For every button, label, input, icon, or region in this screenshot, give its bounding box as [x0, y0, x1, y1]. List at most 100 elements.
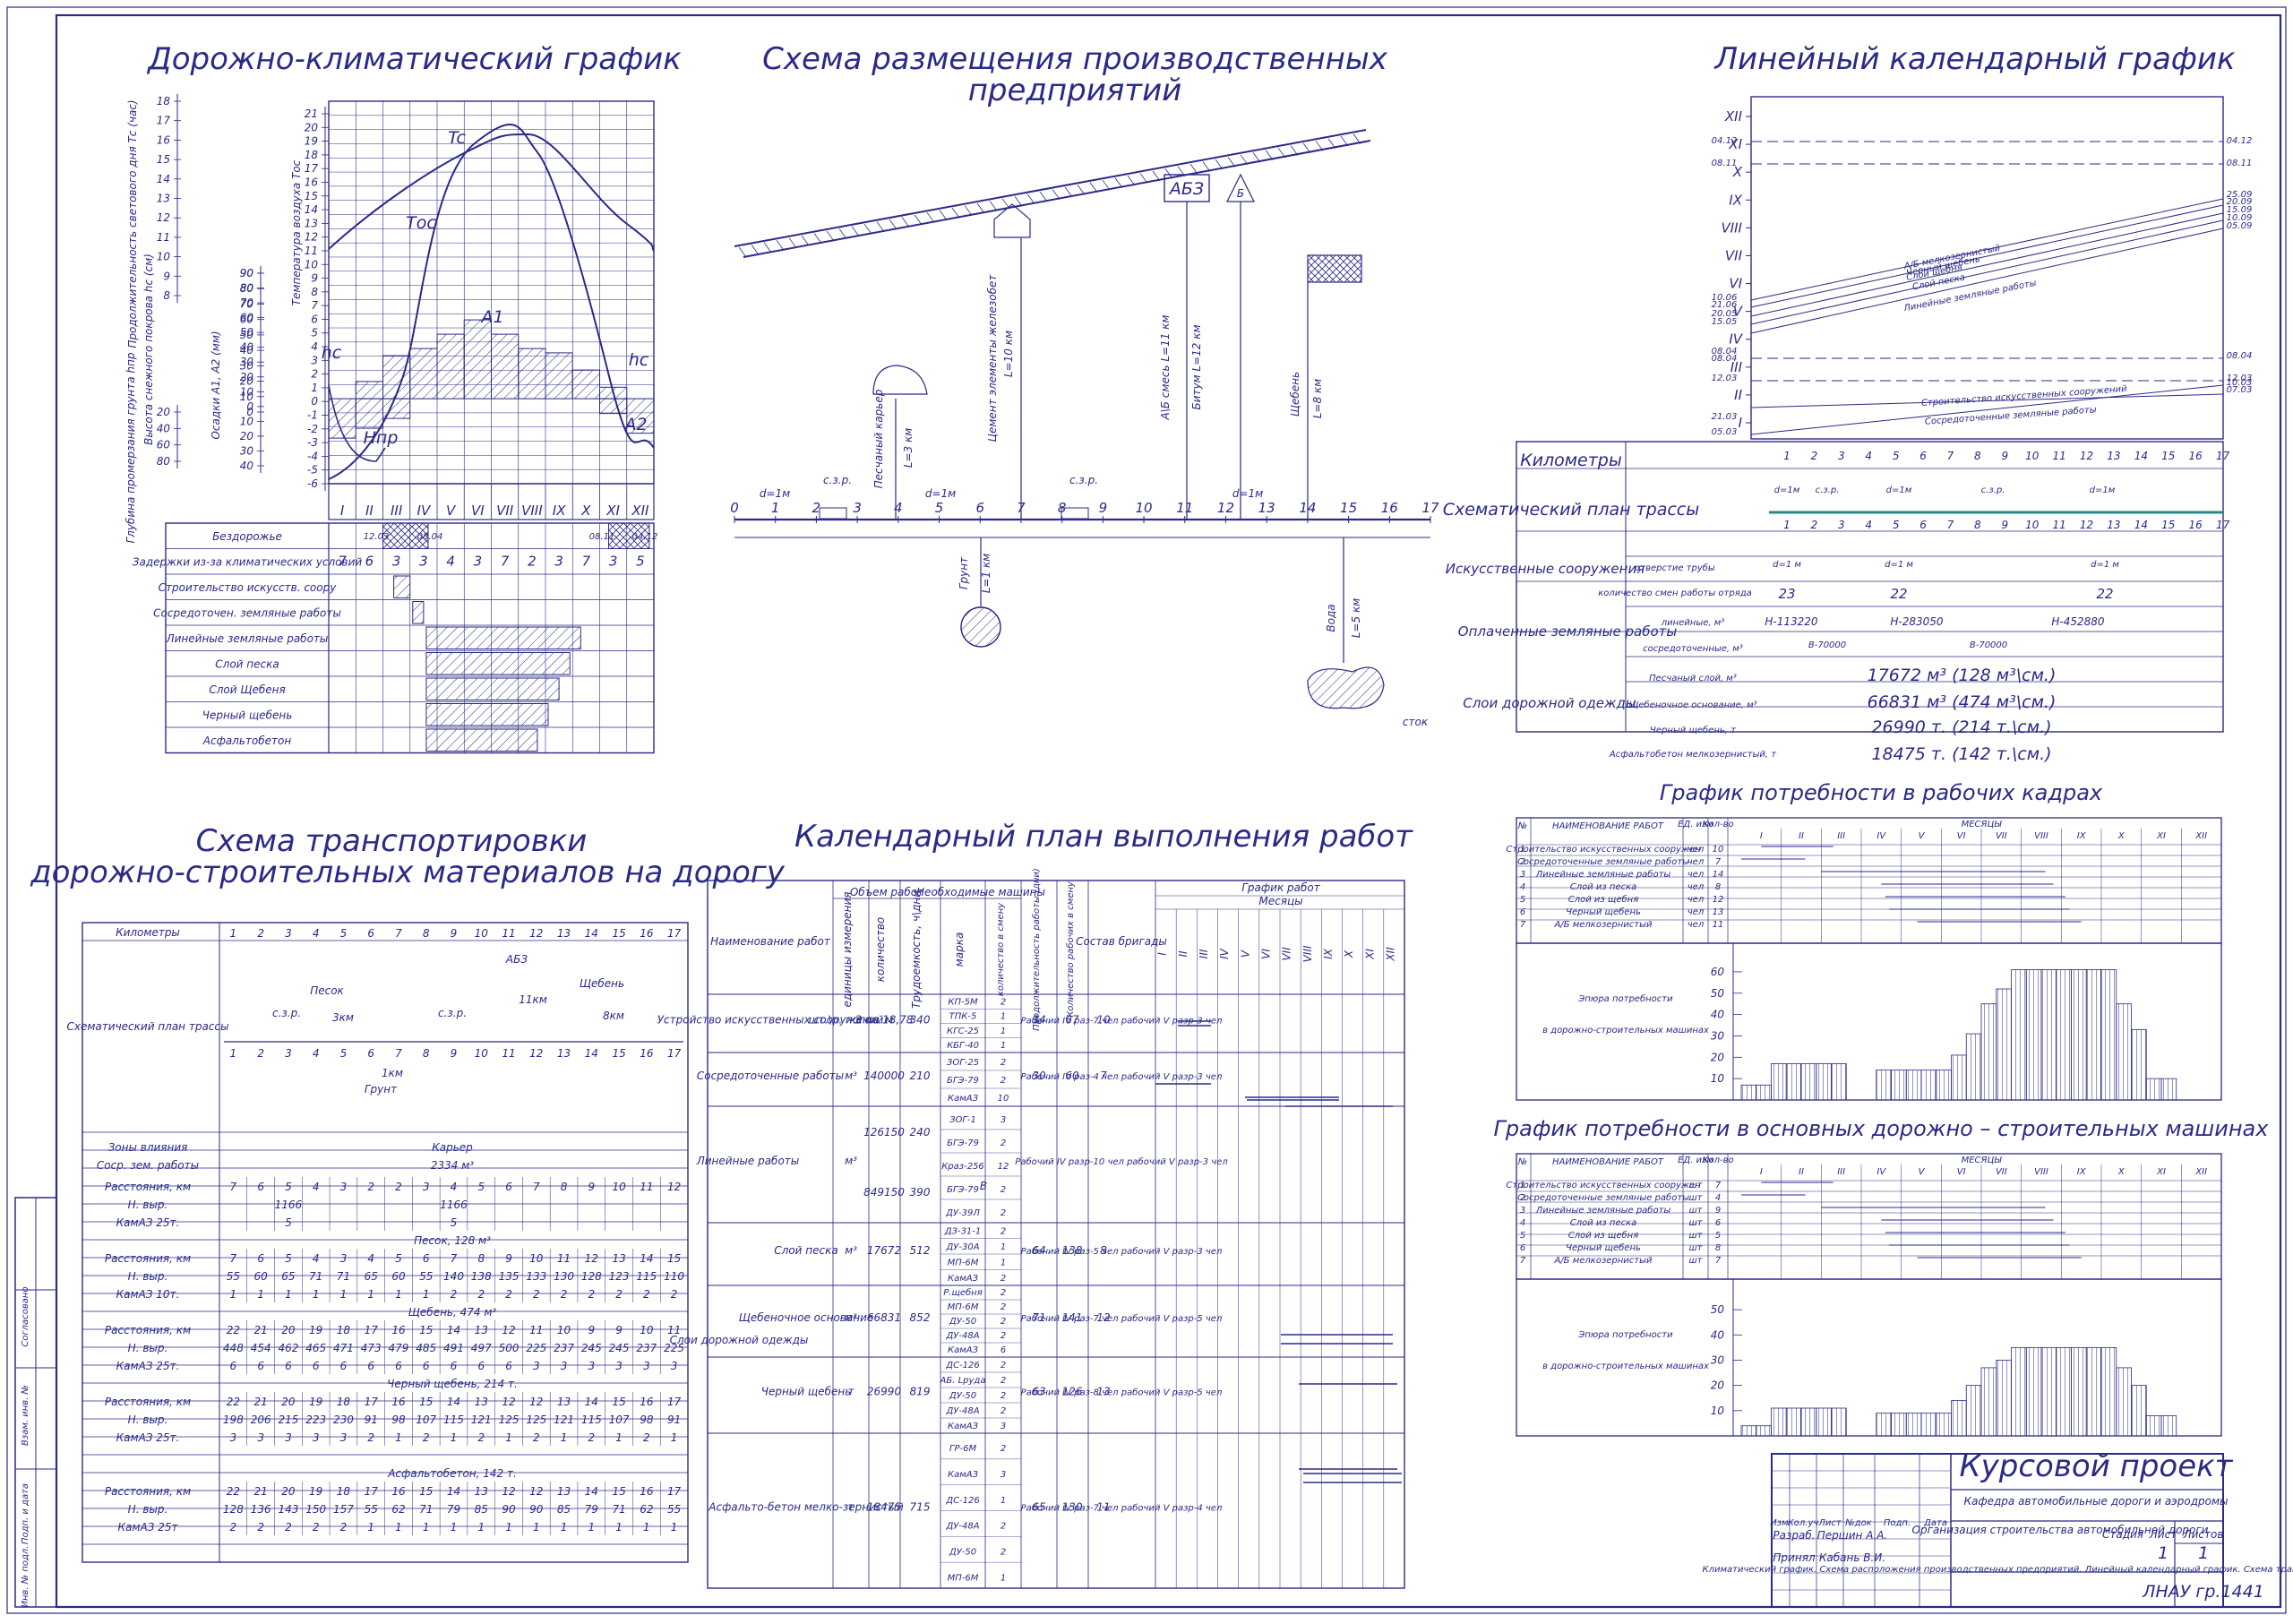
- transport-cell: 91: [667, 1413, 681, 1426]
- climate-scale-tick: 20: [240, 371, 254, 383]
- climate-scale-tick: 21: [305, 107, 318, 120]
- calendar-unit: м³: [845, 1155, 857, 1167]
- transport-cell: 138: [471, 1270, 492, 1283]
- outer-frame: [6, 6, 2287, 1614]
- calendar-qty: 26990: [867, 1386, 902, 1398]
- transport-cell: 55: [419, 1270, 433, 1283]
- railway-tie: [838, 228, 847, 239]
- calendar-count: 2: [1001, 1548, 1006, 1558]
- calendar-qty: 849150: [863, 1186, 905, 1199]
- calendar-machine: КамАЗ: [948, 1470, 979, 1480]
- railway-tie: [1014, 196, 1023, 207]
- epure-tick: 20: [1711, 1051, 1725, 1063]
- climate-axis-label: Высота снежного покрова hс (см): [142, 253, 155, 445]
- climate-precip-bar: [571, 369, 600, 400]
- calendar-workers: 7: [1100, 1070, 1107, 1082]
- transport-plan-km: 12: [529, 1047, 543, 1060]
- need-hdr: ЕД. изм: [1678, 1156, 1713, 1165]
- need-hdr: №: [1517, 1157, 1527, 1167]
- delay-value: 2: [528, 554, 537, 570]
- transport-cell: 11: [557, 1252, 571, 1265]
- schedule-bar: [425, 677, 560, 700]
- transport-cell: 10: [557, 1324, 571, 1336]
- need-cell: Линейные земляные работы: [1535, 869, 1671, 880]
- transport-cell: 9: [588, 1324, 596, 1336]
- calendar-count: 12: [998, 1162, 1009, 1172]
- climate-scale-tick: 30: [240, 356, 254, 368]
- enterprise-km: 4: [894, 500, 903, 516]
- climate-axis-label: Продолжительность светового дня Тс (час): [126, 99, 139, 348]
- linear-earth-title: Оплаченные земляные работы: [1458, 623, 1678, 640]
- linear-layer-val: 17672 м³ (128 м³\см.): [1868, 666, 2057, 685]
- calendar-labour: 340: [910, 1014, 931, 1027]
- need-cell: Черный щебень: [1566, 907, 1641, 917]
- transport-cell: 473: [361, 1342, 382, 1354]
- stamp-col: №док: [1844, 1518, 1871, 1528]
- climate-curve-label: hс: [629, 350, 649, 370]
- transport-cell: 71: [309, 1270, 322, 1283]
- calendar-machine: ГР-6М: [949, 1444, 977, 1454]
- transport-cell: 1166: [440, 1199, 468, 1211]
- calendar-machine: Р.щебня: [943, 1287, 983, 1298]
- side-stamp-label: Подп. и дата: [21, 1483, 30, 1544]
- epure-bar: [2025, 1346, 2042, 1437]
- railway-tie: [889, 219, 897, 230]
- transport-cell: 3: [561, 1360, 568, 1372]
- transport-plan-km: 1: [230, 1047, 237, 1060]
- schedule-bar: [425, 652, 571, 675]
- epure-bar: [1785, 1063, 1802, 1101]
- transport-km: 10: [475, 927, 489, 940]
- transport-cell: 20: [281, 1396, 296, 1408]
- linear-date-right: 15.09: [2227, 205, 2253, 215]
- transport-material: Песок: [310, 984, 344, 997]
- climate-scale-tick: 60: [240, 312, 254, 324]
- transport-cell: 497: [471, 1342, 492, 1354]
- transport-cell: 4: [451, 1181, 458, 1193]
- transport-material: 3км: [332, 1011, 354, 1024]
- transport-cell: 6: [423, 1252, 430, 1265]
- climate-precip-bar: [355, 381, 383, 400]
- need-cell: 7: [1715, 857, 1722, 867]
- climate-scale-tick: 10: [240, 385, 254, 398]
- epure-bar: [2145, 1415, 2162, 1437]
- transport-section-title: Песок, 128 м³: [414, 1234, 491, 1247]
- need-cell: шт: [1689, 1206, 1704, 1216]
- transport-cell: 9: [615, 1324, 623, 1336]
- linear-earth-val: Н-452880: [2051, 615, 2105, 628]
- epure-bar: [1905, 1413, 1922, 1437]
- climate-scale-tick: 8: [311, 286, 318, 298]
- need-cell: 2: [1520, 857, 1525, 867]
- need-cell: 11: [1713, 920, 1724, 930]
- calendar-qty: 66831: [867, 1311, 901, 1324]
- calendar-count: 2: [1001, 1331, 1006, 1341]
- climate-scale-tick: 80: [157, 455, 171, 468]
- climate-scale-tick: 8: [163, 289, 170, 302]
- transport-cell: 71: [612, 1503, 625, 1516]
- transport-cell: 12: [667, 1181, 681, 1193]
- climate-month-label: IX: [553, 503, 566, 519]
- calendar-qty: 18475: [867, 1501, 901, 1514]
- linear-month: X: [1732, 164, 1743, 180]
- pipe-label: d=1м: [760, 487, 790, 500]
- enterprise-km: 11: [1176, 500, 1193, 516]
- linear-plan-pipe: с.з.р.: [1981, 485, 2005, 495]
- linear-layer-val: 18475 т. (142 т.\см.): [1871, 744, 2051, 764]
- epure-bar: [1996, 1360, 2012, 1437]
- climate-scale-tick: 70: [240, 296, 254, 309]
- transport-cell: 14: [447, 1324, 460, 1336]
- linear-work-line: [1750, 204, 2224, 308]
- climate-month-label: I: [340, 503, 345, 519]
- climate-scale-tick: 0: [311, 395, 318, 408]
- calendar-count: 3: [1001, 1422, 1006, 1431]
- transport-cell: 6: [395, 1360, 402, 1372]
- linear-art-d: d=1 м: [1773, 560, 1801, 570]
- calendar-count: 1: [1001, 1012, 1006, 1022]
- need-cell: А/Б мелкозернистый: [1553, 920, 1653, 930]
- climate-month-label: VI: [471, 503, 485, 519]
- transport-material: 11км: [519, 993, 547, 1006]
- transport-cell: 230: [333, 1413, 354, 1426]
- stamp-prin: Принял: [1773, 1551, 1816, 1564]
- linear-km: 14: [2134, 450, 2148, 462]
- need-cell: 6: [1715, 1218, 1721, 1228]
- enterprise-km: 10: [1136, 500, 1153, 516]
